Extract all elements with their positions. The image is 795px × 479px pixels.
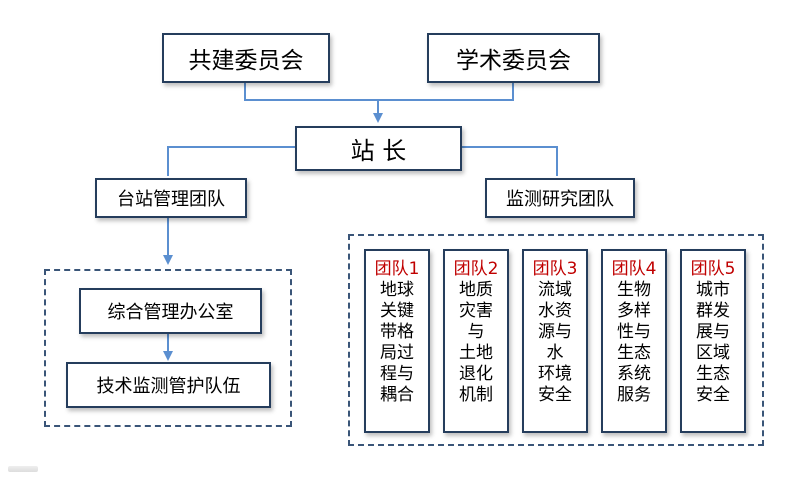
research-team-text: 生态 xyxy=(617,343,651,363)
tech-team-box: 技术监测管护队伍 xyxy=(66,362,271,408)
station-mgmt-team-label: 台站管理团队 xyxy=(117,189,225,210)
research-team-text: 地质 xyxy=(459,280,493,300)
research-teams-group xyxy=(348,234,764,446)
research-team-text: 灾害 xyxy=(459,301,493,321)
general-office-box: 综合管理办公室 xyxy=(79,288,262,334)
research-team-text: 关键 xyxy=(380,301,414,321)
tech-team-label: 技术监测管护队伍 xyxy=(96,376,241,397)
research-team-text: 土地 xyxy=(459,343,493,363)
director-label: 站 长 xyxy=(350,137,407,165)
research-team-text: 系统 xyxy=(617,364,651,384)
research-team-title: 团队4 xyxy=(611,259,657,279)
station-mgmt-team-box: 台站管理团队 xyxy=(95,178,247,218)
research-team-text: 群发 xyxy=(696,301,730,321)
research-team-title: 团队5 xyxy=(690,259,736,279)
research-team-title: 团队2 xyxy=(453,259,499,279)
slide-corner-mark xyxy=(8,466,38,472)
research-team-text: 耦合 xyxy=(380,385,414,405)
research-team-2: 团队2 地质 灾害 与 土地 退化 机制 xyxy=(443,249,509,433)
research-team-text: 流域 xyxy=(538,280,572,300)
monitoring-team-label: 监测研究团队 xyxy=(506,189,614,210)
research-team-3: 团队3 流域 水资 源与 水 环境 安全 xyxy=(522,249,588,433)
research-team-text: 区域 xyxy=(696,343,730,363)
monitoring-team-box: 监测研究团队 xyxy=(485,178,635,218)
research-team-text: 水资 xyxy=(538,301,572,321)
research-team-text: 多样 xyxy=(617,301,651,321)
research-team-5: 团队5 城市 群发 展与 区域 生态 安全 xyxy=(680,249,746,433)
research-team-text: 地球 xyxy=(380,280,414,300)
academic-committee-label: 学术委员会 xyxy=(456,48,571,74)
research-team-text: 生态 xyxy=(696,364,730,384)
research-team-text: 水 xyxy=(546,343,564,363)
director-to-monitoring-line xyxy=(462,146,558,176)
research-team-text: 与 xyxy=(467,322,485,342)
joint-committee-box: 共建委员会 xyxy=(162,33,330,83)
station-mgmt-group xyxy=(44,269,292,427)
research-team-title: 团队1 xyxy=(374,259,420,279)
academic-committee-box: 学术委员会 xyxy=(427,33,600,83)
research-team-text: 带格 xyxy=(380,322,414,342)
research-team-text: 安全 xyxy=(538,385,572,405)
research-team-text: 机制 xyxy=(459,385,493,405)
research-team-text: 服务 xyxy=(617,385,651,405)
research-team-1: 团队1 地球 关键 带格 局过 程与 耦合 xyxy=(364,249,430,433)
director-box: 站 长 xyxy=(295,126,462,171)
research-team-text: 展与 xyxy=(696,322,730,342)
research-team-text: 程与 xyxy=(380,364,414,384)
research-team-text: 城市 xyxy=(696,280,730,300)
research-team-text: 局过 xyxy=(380,343,414,363)
research-team-text: 源与 xyxy=(538,322,572,342)
research-team-title: 团队3 xyxy=(532,259,578,279)
general-office-label: 综合管理办公室 xyxy=(107,302,234,323)
joint-committee-label: 共建委员会 xyxy=(188,48,304,74)
research-team-text: 退化 xyxy=(459,364,493,384)
academic-committee-connector xyxy=(378,83,514,101)
joint-committee-connector xyxy=(244,83,378,101)
research-team-text: 性与 xyxy=(617,322,651,342)
research-team-text: 生物 xyxy=(617,280,651,300)
director-to-station-mgmt-line xyxy=(167,146,295,176)
research-team-text: 环境 xyxy=(538,364,572,384)
research-team-text: 安全 xyxy=(696,385,730,405)
research-team-4: 团队4 生物 多样 性与 生态 系统 服务 xyxy=(601,249,667,433)
